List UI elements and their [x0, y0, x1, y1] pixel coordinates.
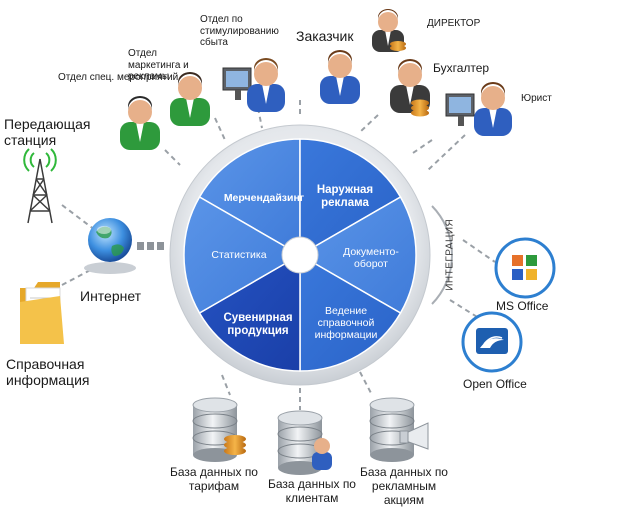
label-special-events: Отдел спец. мероприятий	[58, 72, 179, 83]
segment-document-flow[interactable]	[298, 195, 417, 315]
label-stimulation: Отдел по стимулированию сбыта	[200, 14, 279, 48]
person-icon-marketing	[170, 72, 210, 126]
label-transmitting-station: Передающая станция	[4, 116, 91, 149]
segment-reference-info[interactable]	[299, 253, 402, 372]
segment-statistics[interactable]	[183, 195, 302, 315]
person-icon-accountant	[390, 59, 430, 117]
integration-bracket	[431, 205, 454, 305]
antenna-tower-icon	[23, 148, 57, 224]
segment-label-outdoor-advertising: Наружная реклама	[316, 184, 374, 210]
internet-link	[137, 242, 164, 250]
person-icon-customer	[320, 50, 360, 104]
segment-label-document-flow: Документо- оборот	[343, 246, 399, 271]
segment-label-reference-info: Ведение справочной информации	[314, 305, 378, 342]
label-integration: ИНТЕГРАЦИЯ	[444, 218, 456, 291]
person-icon-lawyer	[445, 82, 512, 136]
ms-office-icon	[494, 237, 556, 299]
segment-outdoor-advertising[interactable]	[299, 138, 402, 257]
label-lawyer: Юрист	[521, 93, 552, 104]
database-icon-tariffs	[192, 397, 246, 462]
segment-label-statistics: Статистика	[211, 249, 267, 261]
person-icon-director	[372, 9, 406, 52]
connector-lines	[61, 100, 496, 410]
label-ms-office: MS Office	[496, 299, 549, 313]
label-accountant: Бухгалтер	[433, 61, 490, 75]
label-reference-info: Справочная информация	[6, 356, 90, 389]
open-office-icon	[461, 311, 523, 373]
wheel-hub	[281, 236, 319, 274]
database-icon-promotions	[369, 397, 429, 462]
segment-label-merchandising: Мерчендайзинг	[223, 192, 305, 204]
globe-icon	[84, 218, 136, 274]
label-customer: Заказчик	[296, 28, 354, 44]
segment-souvenirs[interactable]	[198, 253, 301, 372]
label-db-tariffs: База данных по тарифам	[170, 465, 258, 493]
person-icon-special-events	[120, 96, 160, 150]
segment-merchandising[interactable]	[198, 138, 301, 257]
person-icon-stimulation	[222, 58, 285, 112]
label-db-promotions: База данных по рекламным акциям	[360, 465, 448, 507]
label-director: ДИРЕКТОР	[427, 18, 481, 29]
segment-label-souvenirs: Сувенирная продукция	[223, 312, 293, 338]
label-marketing: Отдел маркетинга и рекламы	[128, 48, 189, 82]
wheel-segments	[183, 138, 417, 372]
label-open-office: Open Office	[463, 377, 527, 391]
label-db-clients: База данных по клиентам	[268, 477, 356, 505]
label-internet: Интернет	[80, 288, 142, 304]
folder-icon	[20, 282, 64, 344]
database-icon-clients	[277, 410, 332, 475]
